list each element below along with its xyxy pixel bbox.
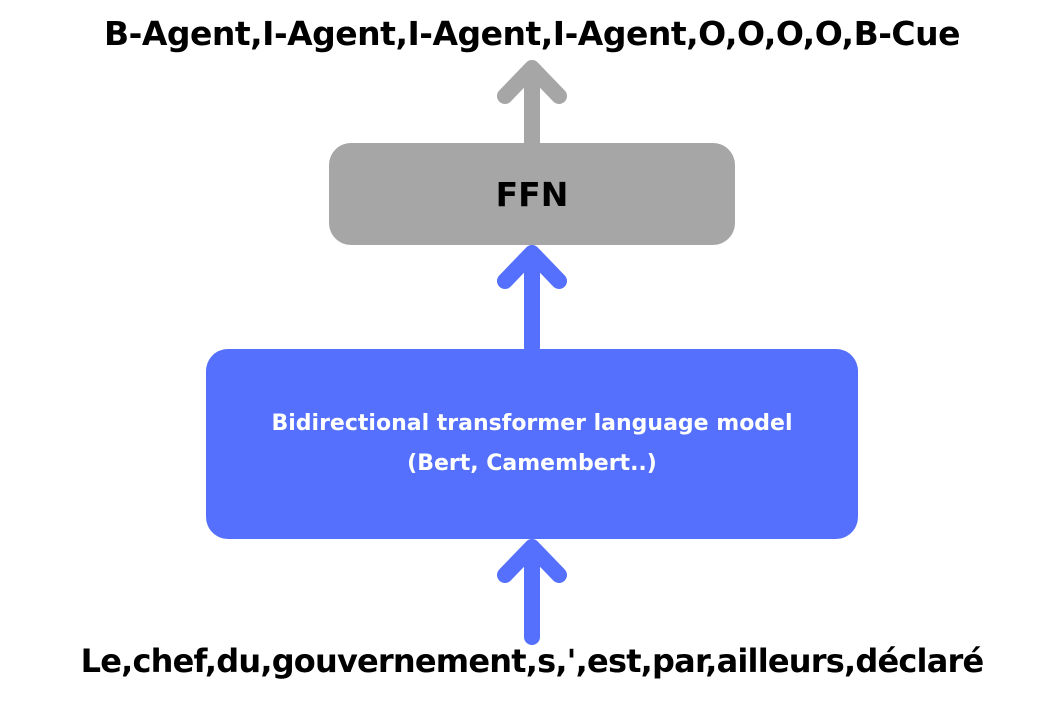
language-model-box: Bidirectional transformer language model…	[206, 349, 858, 539]
language-model-title: Bidirectional transformer language model	[271, 411, 793, 436]
ffn-box: FFN	[329, 143, 735, 245]
output-labels: B-Agent,I-Agent,I-Agent,I-Agent,O,O,O,O,…	[103, 14, 961, 53]
ffn-label: FFN	[495, 174, 569, 214]
arrow-ffn-to-output	[497, 60, 567, 152]
language-model-examples: (Bert, Camembert..)	[407, 451, 657, 476]
arrow-lm-to-ffn	[497, 245, 567, 355]
arrow-input-to-lm	[497, 539, 567, 645]
input-tokens: Le,chef,du,gouvernement,s,',est,par,aill…	[80, 642, 985, 680]
